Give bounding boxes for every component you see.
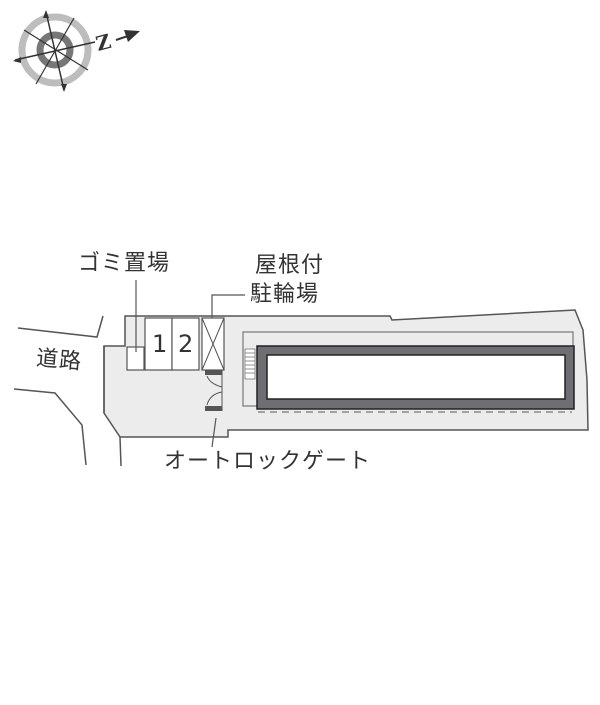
autolock-gate-label: オートロックゲート [164,449,372,474]
compass-rose-icon: Z [13,10,140,92]
building-interior [266,354,566,400]
parking-space-2-number: 2 [178,330,194,358]
svg-text:Z: Z [93,29,113,56]
parking-space-1-number: 1 [152,330,168,358]
bicycle-parking-label-line1: 屋根付 [255,253,325,278]
garbage-area-label: ゴミ置場 [78,251,171,276]
bicycle-parking-label-line2: 駐輪場 [250,282,320,307]
stairs-icon [244,348,256,380]
parking-space-2 [171,317,200,371]
parking-space-1 [144,317,173,371]
road-label: 道路 [35,346,84,375]
autolock-gate-icon [205,370,223,448]
road [13,315,104,466]
